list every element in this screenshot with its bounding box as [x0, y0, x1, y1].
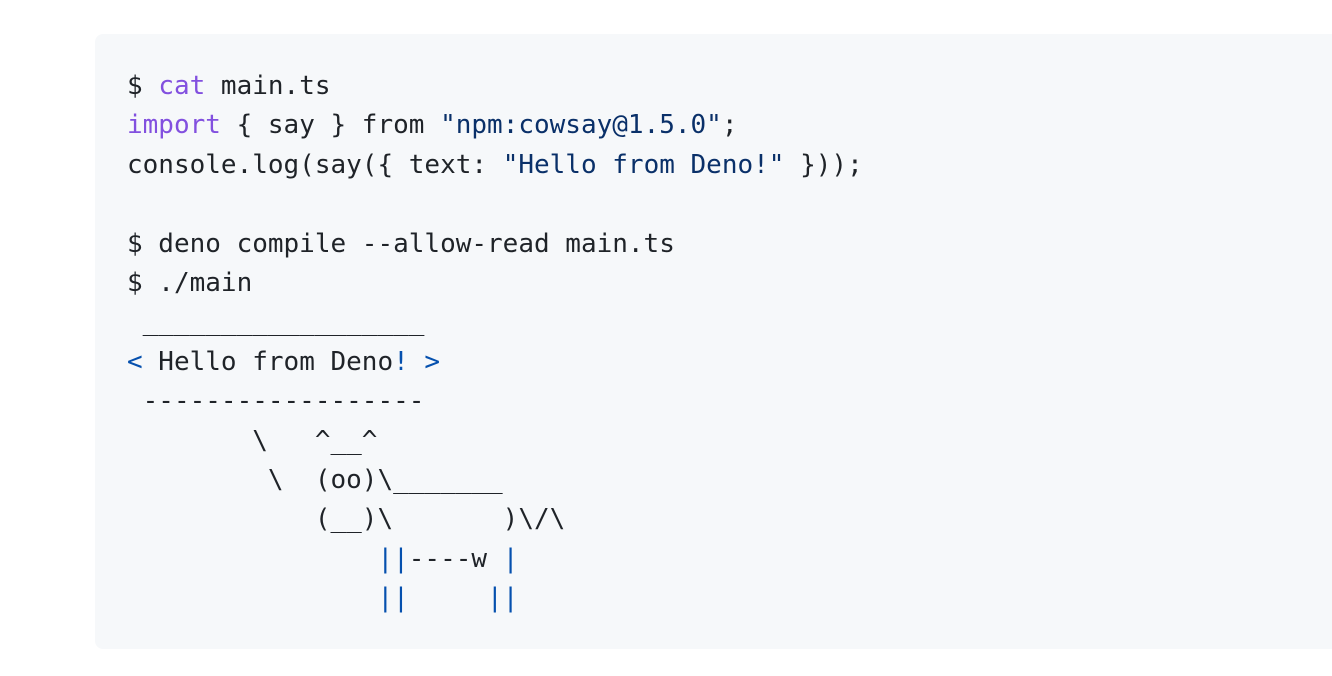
code-text: console.log(say({ text: [127, 149, 503, 180]
code-punctuation: < [127, 346, 143, 377]
code-text: $ deno compile --allow-read main.ts [127, 228, 675, 259]
code-text: { say } from [220, 110, 441, 141]
code-text: Hello from Deno [142, 346, 394, 377]
code-text: __________________ [127, 307, 425, 338]
code-text [409, 583, 487, 613]
code-string: "npm:cowsay@1.5.0" [440, 110, 722, 141]
code-text: })); [784, 149, 863, 180]
code-keyword: import [127, 110, 221, 141]
code-line: ------------------ [127, 382, 863, 421]
code-text: ; [721, 110, 738, 141]
code-punctuation: > [424, 346, 441, 377]
code-line: \ (oo)\_______ [127, 461, 863, 500]
code-line: __________________ [127, 303, 863, 342]
code-line: $ deno compile --allow-read main.ts [127, 225, 863, 264]
code-line: \ ^__^ [127, 422, 863, 461]
code-text: ----w [408, 543, 503, 574]
code-text [127, 583, 377, 613]
code-line: console.log(say({ text: "Hello from Deno… [127, 146, 863, 185]
code-line: ||----w | [127, 540, 863, 579]
code-text: $ [127, 71, 159, 101]
code-punctuation: || [487, 583, 519, 614]
code-punctuation: || [377, 583, 409, 614]
code-text: $ ./main [127, 267, 253, 298]
code-text: \ ^__^ [127, 425, 378, 456]
code-text: ------------------ [127, 386, 425, 417]
code-keyword: cat [158, 71, 206, 101]
code-punctuation: || [377, 543, 409, 574]
code-line: < Hello from Deno! > [127, 343, 863, 382]
code-string: "Hello from Deno!" [502, 149, 785, 180]
code-text: main.ts [205, 71, 331, 101]
code-punctuation: ! [393, 346, 409, 377]
code-text: (__)\ )\/\ [127, 504, 566, 535]
code-line: import { say } from "npm:cowsay@1.5.0"; [127, 106, 863, 145]
code-punctuation: | [502, 543, 519, 574]
code-text [127, 544, 377, 574]
code-line: $ cat main.ts [127, 67, 863, 106]
code-text [409, 347, 425, 377]
code-line [127, 185, 863, 224]
code-text: \ (oo)\_______ [127, 464, 503, 495]
code-line: $ ./main [127, 264, 863, 303]
code-line: || || [127, 579, 863, 618]
code-line: (__)\ )\/\ [127, 500, 863, 539]
